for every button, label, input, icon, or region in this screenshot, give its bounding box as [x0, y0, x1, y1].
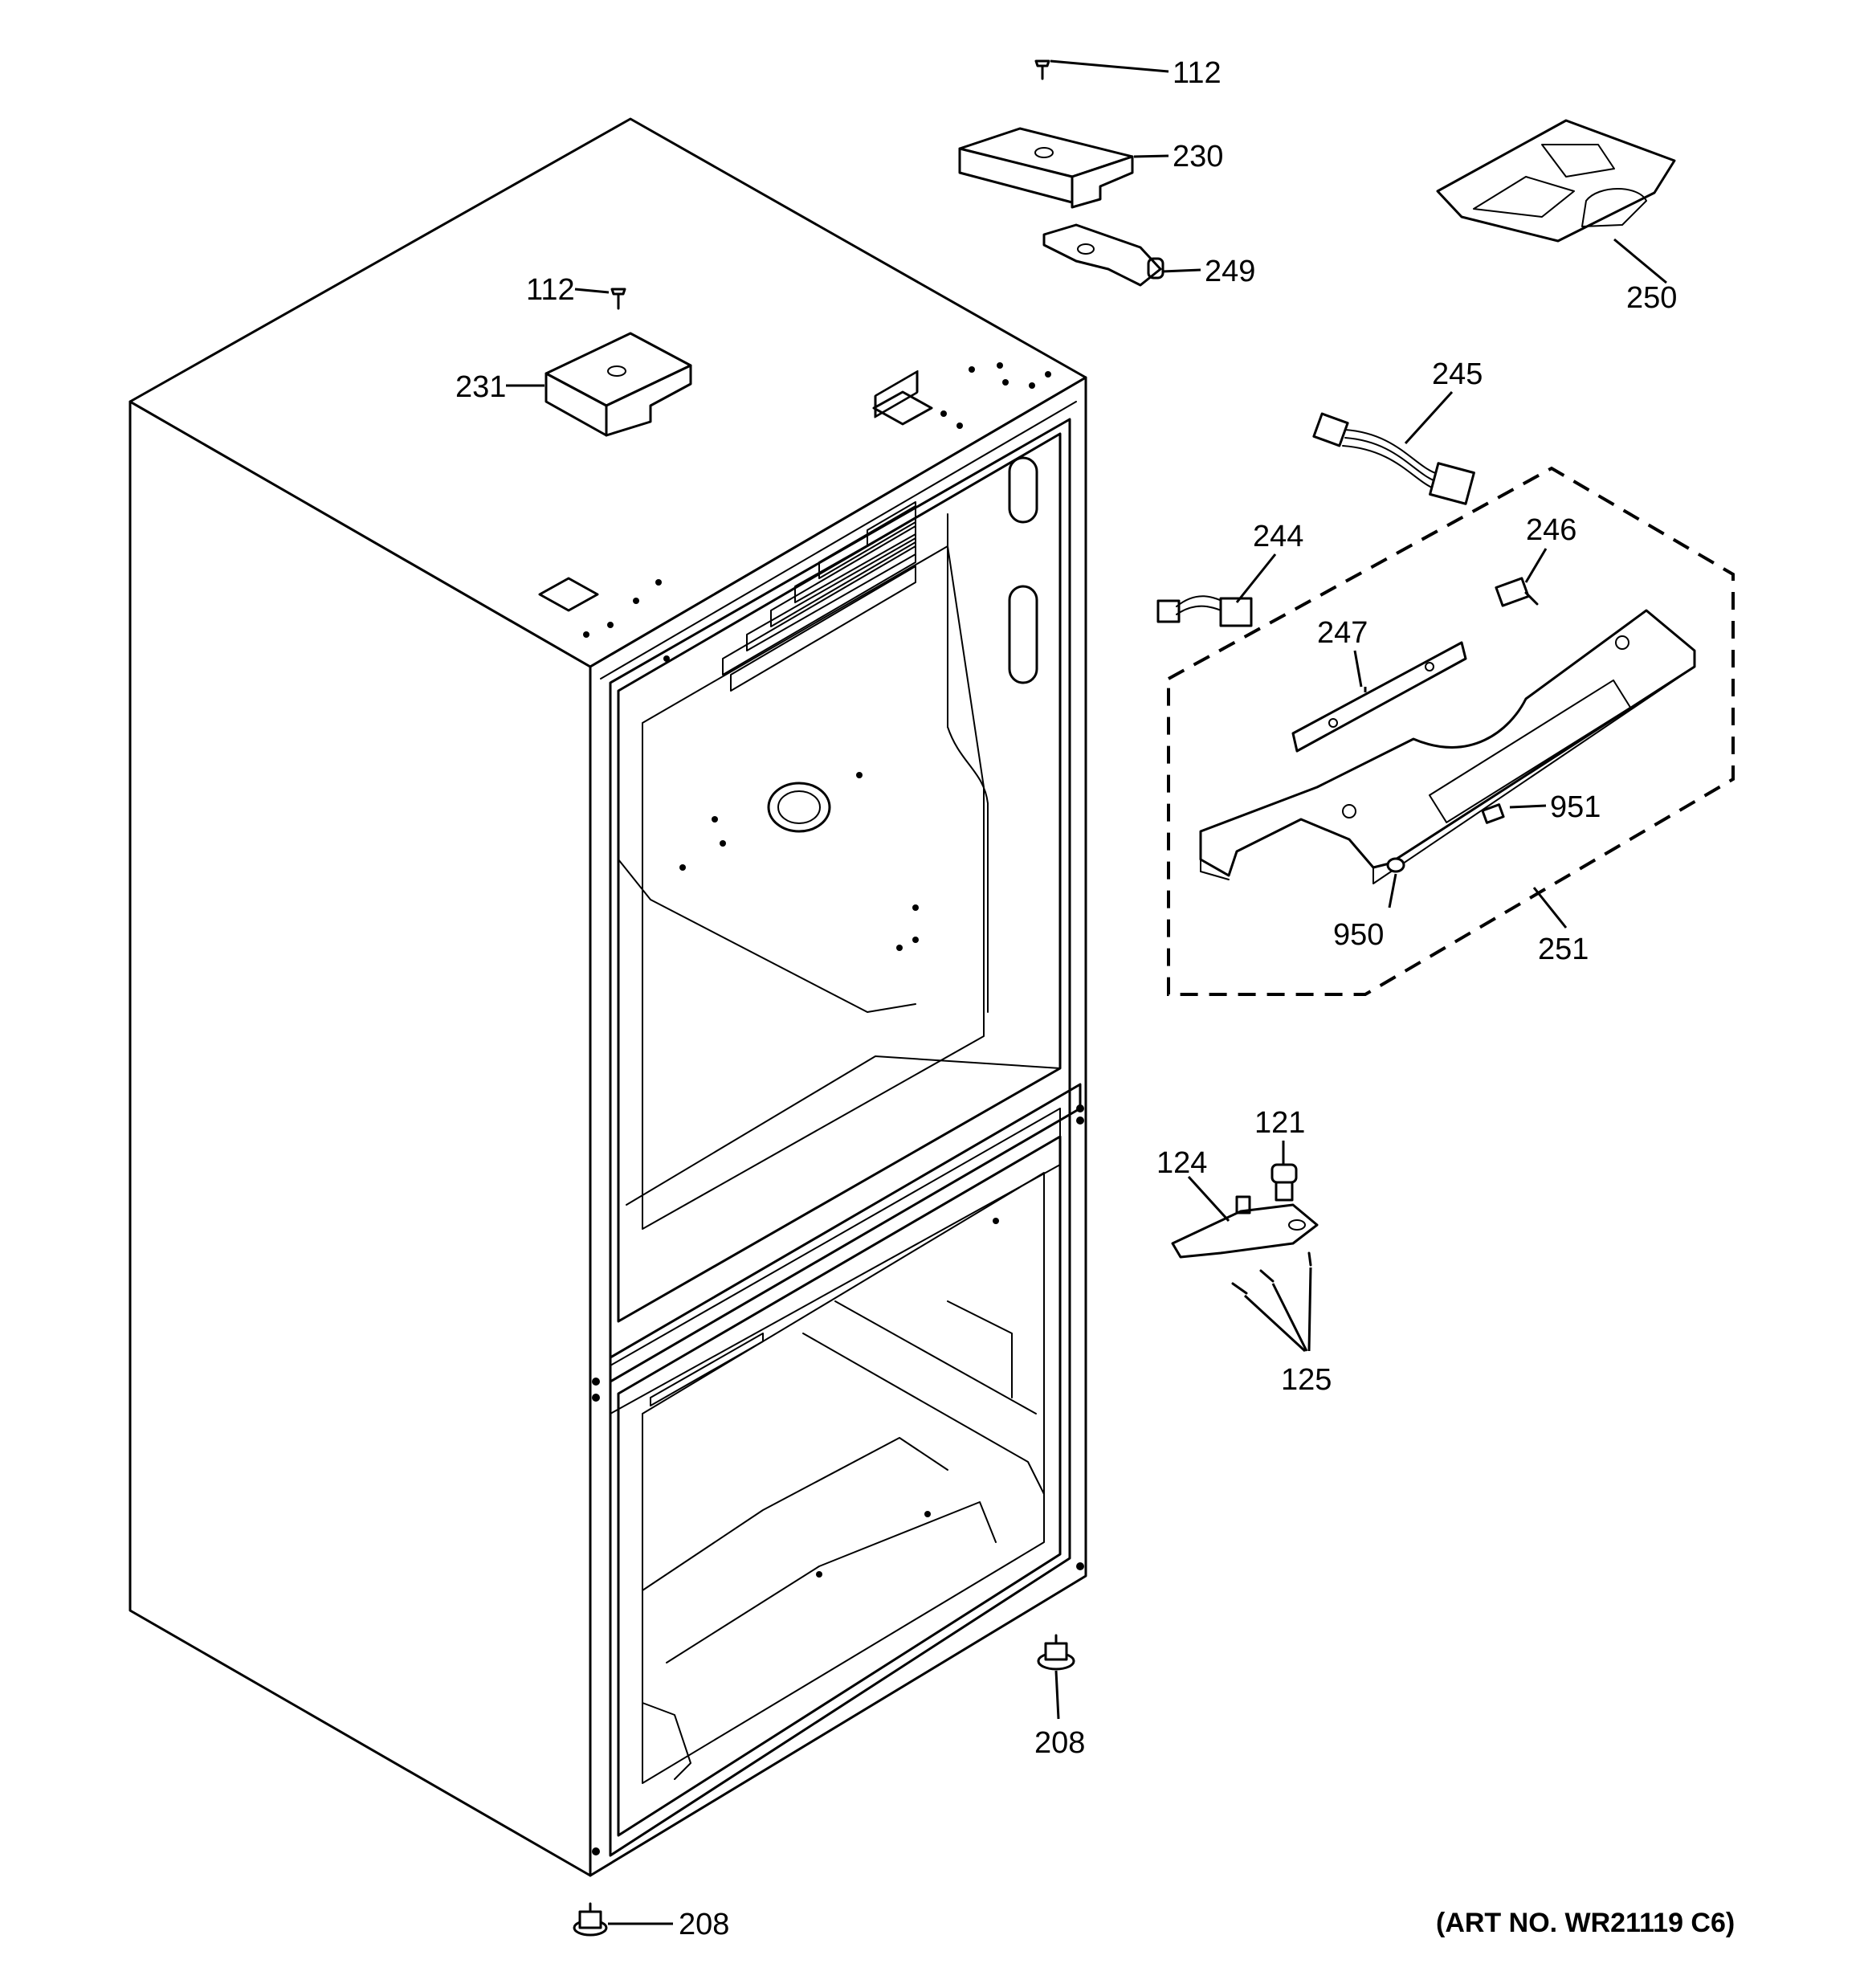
callout-950: 950	[1333, 918, 1384, 952]
control-board-247	[1291, 641, 1467, 753]
art-number: (ART NO. WR21119 C6)	[1436, 1908, 1735, 1938]
screw-112-top	[1034, 59, 1050, 80]
callout-246: 246	[1526, 513, 1576, 547]
callout-250: 250	[1626, 281, 1677, 315]
callout-245: 245	[1432, 357, 1483, 391]
callout-125: 125	[1281, 1363, 1332, 1397]
callout-208-right: 208	[1034, 1726, 1085, 1760]
callout-247: 247	[1317, 616, 1368, 650]
leader-lines	[506, 59, 1667, 1925]
hinge-kit-250	[1436, 119, 1676, 243]
hinge-cover-230	[958, 127, 1134, 209]
callout-112-left: 112	[526, 273, 575, 307]
hinge-bracket-249	[1042, 223, 1164, 287]
wire-harness-245	[1312, 412, 1475, 505]
screw-112-left	[610, 288, 626, 310]
callout-249: 249	[1205, 255, 1255, 288]
evaporator-fins	[722, 501, 916, 692]
callout-231: 231	[455, 370, 506, 404]
control-housing-251	[1199, 609, 1696, 884]
callout-244: 244	[1253, 520, 1303, 553]
assembly-251-outline	[1167, 466, 1735, 996]
callout-251: 251	[1538, 933, 1589, 966]
leveling-leg-208-bottom	[573, 1902, 608, 1937]
screws-125	[1231, 1251, 1312, 1295]
switch-246	[1495, 577, 1539, 607]
callout-208-bottom: 208	[679, 1908, 729, 1941]
hinge-124	[1171, 1195, 1319, 1259]
fastener-dots	[583, 362, 1084, 1855]
callout-112-top: 112	[1173, 56, 1222, 90]
callout-230: 230	[1173, 140, 1223, 173]
plug-950	[1386, 857, 1405, 873]
refrigerator-cabinet	[128, 117, 1087, 1877]
leveling-leg-208-right	[1037, 1634, 1075, 1671]
callout-951: 951	[1550, 790, 1601, 824]
wire-harness-244	[1156, 595, 1253, 627]
hinge-cover-231	[544, 332, 692, 437]
hinge-pin-121	[1270, 1163, 1298, 1202]
callout-124: 124	[1156, 1146, 1207, 1180]
callout-121: 121	[1254, 1106, 1305, 1140]
gasket-951	[1481, 803, 1505, 824]
